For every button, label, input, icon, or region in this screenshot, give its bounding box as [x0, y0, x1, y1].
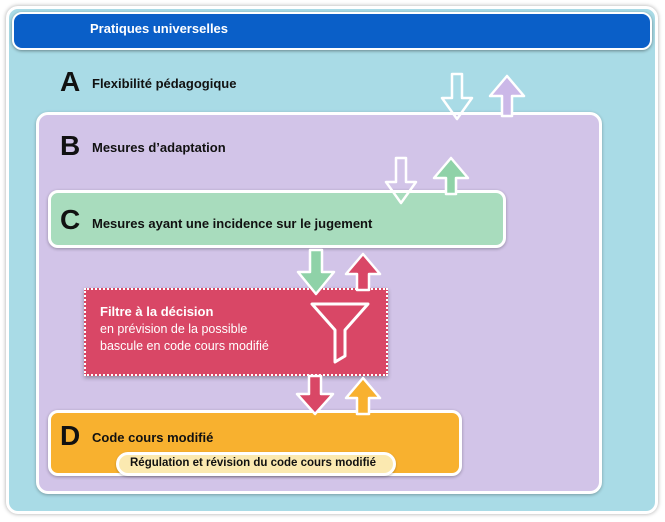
arrow-down-icon	[295, 374, 335, 416]
level-b-label: Mesures d’adaptation	[92, 140, 226, 155]
regulation-pill	[116, 452, 396, 476]
arrow-up-icon	[344, 252, 382, 292]
filter-line-2: bascule en code cours modifié	[100, 339, 269, 353]
level-b-letter: B	[60, 130, 81, 161]
arrow-up-icon	[432, 156, 470, 196]
level-c-letter: C	[60, 204, 81, 235]
arrow-down-icon	[440, 72, 474, 121]
level-c-label: Mesures ayant une incidence sur le jugem…	[92, 216, 373, 231]
filter-title: Filtre à la décision	[100, 304, 214, 319]
header-bar	[12, 12, 652, 50]
level-c-box	[48, 190, 506, 248]
arrow-down-icon	[384, 156, 418, 205]
filter-line-1: en prévision de la possible	[100, 322, 248, 336]
level-d-letter: D	[60, 420, 81, 451]
arrow-up-icon	[488, 74, 526, 118]
arrow-down-icon	[296, 248, 336, 296]
level-a-letter: A	[60, 66, 81, 97]
level-a-label: Flexibilité pédagogique	[92, 76, 237, 91]
arrow-up-icon	[344, 376, 382, 416]
regulation-label: Régulation et révision du code cours mod…	[130, 457, 377, 469]
funnel-icon	[310, 302, 370, 364]
level-d-label: Code cours modifié	[92, 430, 214, 445]
header-title: Pratiques universelles	[90, 21, 229, 36]
